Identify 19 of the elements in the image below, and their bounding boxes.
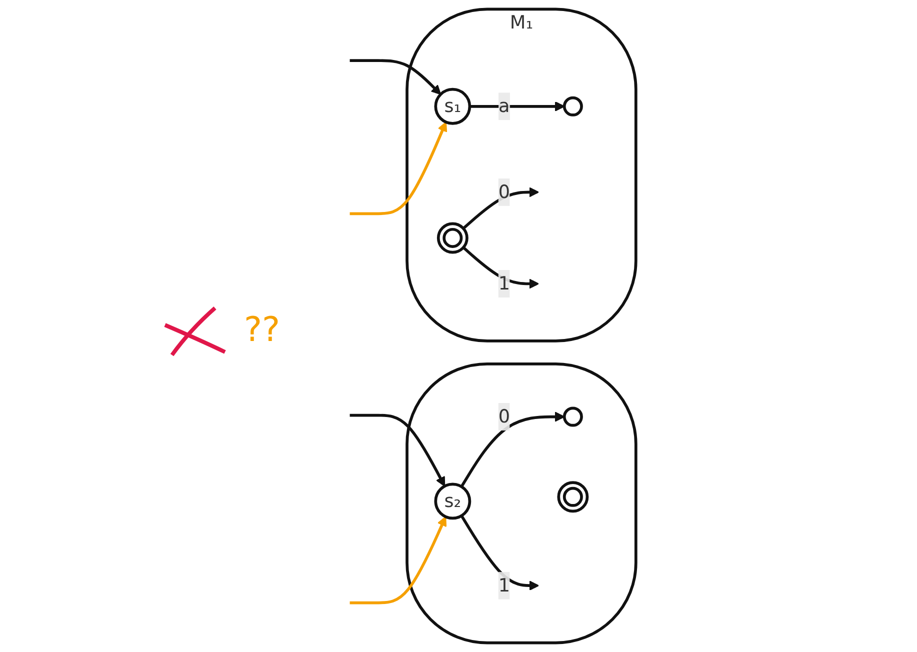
- edge-label: 1: [498, 574, 510, 596]
- arrow: [460, 412, 565, 488]
- arrow: [470, 101, 565, 112]
- node-doublecircle: [557, 481, 589, 513]
- node-circle: s₂: [434, 482, 472, 520]
- arrow: [350, 414, 446, 487]
- node-doublecircle: [436, 222, 468, 254]
- arrow: [350, 122, 448, 216]
- arrow: [460, 514, 540, 591]
- arrow: [350, 59, 442, 95]
- edge-label: a: [498, 94, 510, 117]
- edge-label: 1: [498, 272, 510, 294]
- edge-label: 0: [498, 405, 510, 428]
- note-text: ??: [244, 310, 280, 350]
- arrow: [350, 516, 447, 604]
- node-circle: [562, 96, 583, 116]
- node-circle: s₁: [434, 88, 472, 125]
- edge-label: 0: [498, 180, 510, 202]
- node-circle: [562, 406, 583, 427]
